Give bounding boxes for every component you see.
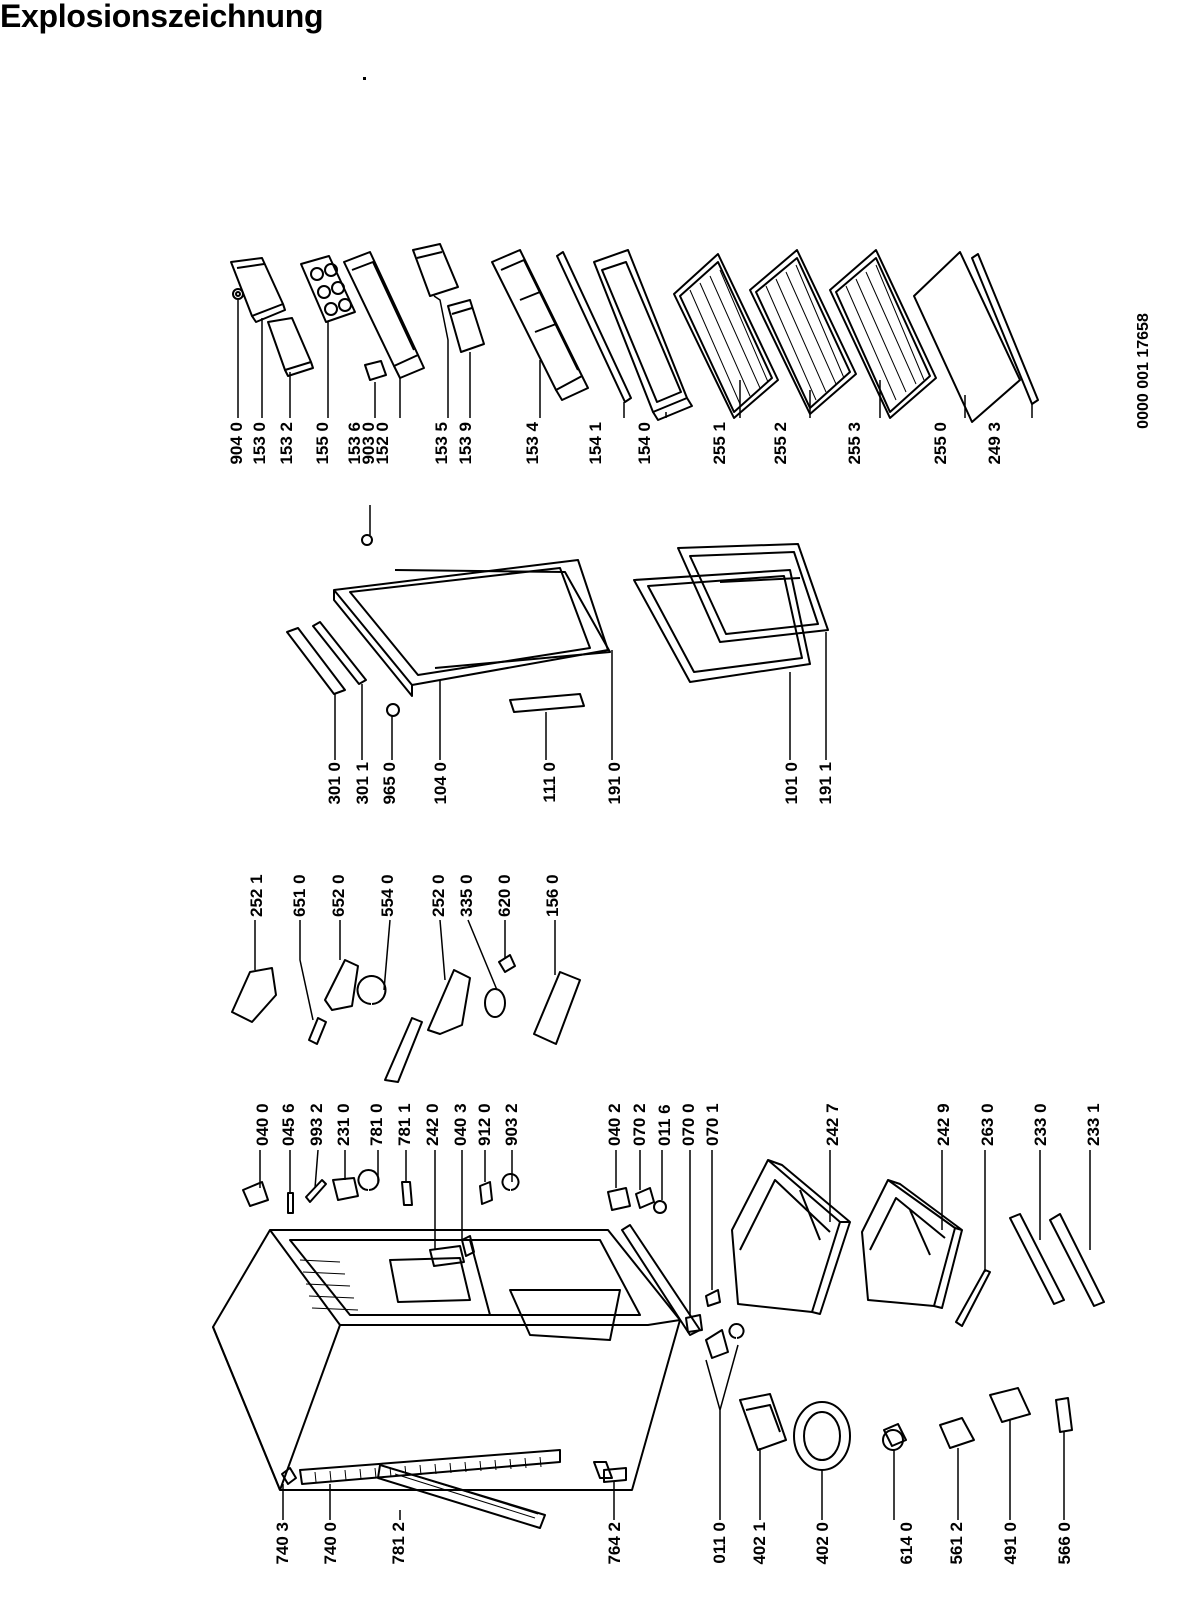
part-number-label: 045 6	[279, 1103, 298, 1146]
part-number-label: 153 2	[277, 422, 296, 465]
cabinet-small-parts	[242, 1169, 721, 1333]
part-number-label: 252 0	[429, 874, 448, 917]
part-number-label: 903 0	[359, 422, 378, 465]
part-number-label: 255 2	[771, 422, 790, 465]
page-title: Explosionszeichnung	[0, 0, 324, 34]
part-number-label: 561 2	[947, 1522, 966, 1565]
part-number-label: 153 6	[345, 422, 364, 465]
part-number-label: 965 0	[380, 762, 399, 805]
part-number-label: 153 9	[456, 422, 475, 465]
part-number-label: 301 1	[353, 762, 372, 805]
part-number-label: 233 1	[1084, 1103, 1103, 1146]
leader-lines-control	[254, 919, 556, 1021]
part-number-label: 231 0	[334, 1103, 353, 1146]
crisper-drawers	[731, 1159, 1105, 1327]
leader-lines-right	[237, 295, 1033, 418]
part-number-label: 301 0	[325, 762, 344, 805]
part-number-label: 335 0	[457, 874, 476, 917]
part-number-label: 904 0	[227, 422, 246, 465]
part-number-label: 242 0	[423, 1103, 442, 1146]
part-number-label: 781 1	[395, 1103, 414, 1146]
part-number-label: 154 1	[586, 422, 605, 465]
part-number-label: 111 0	[540, 762, 559, 803]
part-number-label: 912 0	[475, 1103, 494, 1146]
part-number-label: 781 2	[389, 1522, 408, 1565]
door-parts	[286, 534, 829, 717]
part-number-label: 101 0	[782, 762, 801, 805]
part-number-label: 263 0	[978, 1103, 997, 1146]
part-number-label: 070 2	[630, 1103, 649, 1146]
part-number-label: 566 0	[1055, 1522, 1074, 1565]
part-number-label: 011 6	[655, 1104, 674, 1146]
part-number-label: 153 0	[250, 422, 269, 465]
part-number-label: 242 7	[823, 1103, 842, 1146]
part-number-label: 153 5	[432, 422, 451, 465]
part-number-label: 620 0	[495, 874, 514, 917]
control-parts	[231, 954, 581, 1083]
part-number-label: 993 2	[307, 1103, 326, 1146]
part-number-label: 402 1	[750, 1522, 769, 1565]
part-number-label: 903 2	[502, 1103, 521, 1146]
part-number-label: 740 0	[321, 1522, 340, 1565]
compressor-parts	[281, 1323, 1073, 1485]
part-number-label: 152 0	[373, 422, 392, 465]
part-number-label: 652 0	[329, 874, 348, 917]
leader-lines-door	[334, 505, 827, 760]
part-number-label: 651 0	[290, 874, 309, 917]
part-number-label: 491 0	[1001, 1522, 1020, 1565]
leader-lines-cabinet	[259, 1149, 1091, 1520]
part-number-label: 070 0	[679, 1103, 698, 1146]
part-number-label: 104 0	[431, 762, 450, 805]
cabinet-body	[212, 1224, 701, 1529]
part-number-label: 255 3	[845, 422, 864, 465]
part-number-label: 154 0	[635, 422, 654, 465]
part-number-label: 156 0	[543, 874, 562, 917]
part-number-label: 040 0	[253, 1103, 272, 1146]
part-number-label: 153 4	[523, 421, 542, 464]
document-number: 0000 001 17658	[1135, 313, 1152, 429]
stray-dot	[363, 77, 366, 80]
part-number-label: 242 9	[934, 1103, 953, 1146]
part-number-label: 252 1	[247, 874, 266, 917]
part-number-label: 070 1	[703, 1103, 722, 1146]
part-number-label: 040 2	[605, 1103, 624, 1146]
part-number-label: 191 0	[605, 762, 624, 805]
part-number-label: 255 1	[710, 422, 729, 465]
part-number-label: 614 0	[897, 1522, 916, 1565]
part-number-label: 249 3	[985, 422, 1004, 465]
part-number-label: 191 1	[816, 762, 835, 805]
part-number-label: 740 3	[273, 1522, 292, 1565]
part-number-label: 781 0	[367, 1103, 386, 1146]
part-number-label: 554 0	[378, 874, 397, 917]
part-number-label: 040 3	[451, 1103, 470, 1146]
part-number-label: 402 0	[813, 1522, 832, 1565]
part-number-label: 764 2	[605, 1522, 624, 1565]
part-number-label: 233 0	[1031, 1103, 1050, 1146]
cabinet-hatching	[299, 1259, 542, 1519]
door-shelf-parts	[230, 243, 1039, 423]
shelf-hatching	[689, 264, 925, 405]
part-number-label: 255 0	[931, 422, 950, 465]
part-number-label: 011 0	[710, 1522, 729, 1564]
part-number-label: 155 0	[313, 422, 332, 465]
